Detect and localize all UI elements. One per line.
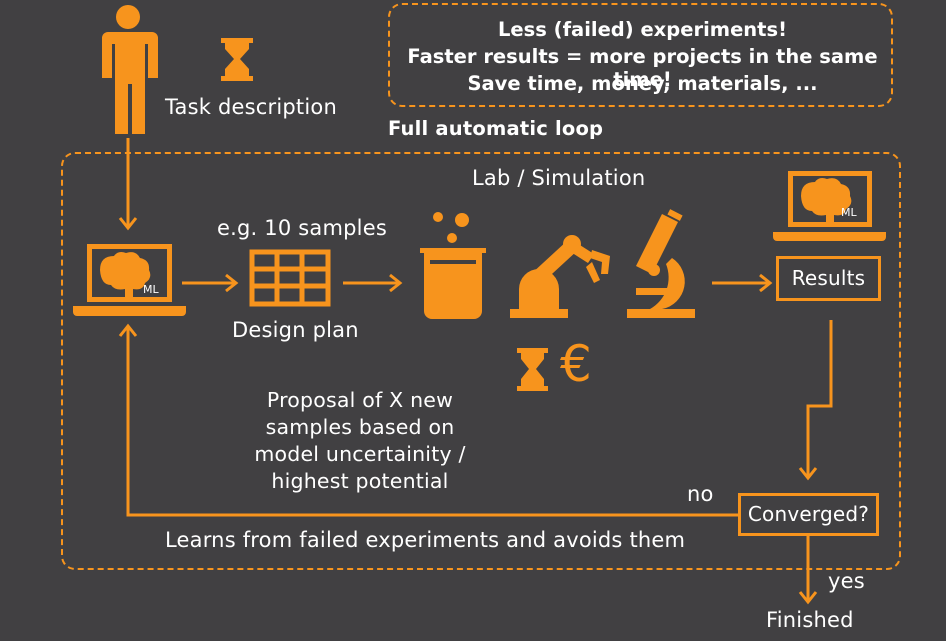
lab-simulation-label: Lab / Simulation [472, 166, 646, 190]
grid-table-icon [249, 249, 331, 307]
proposal-line-4: highest potential [271, 469, 449, 493]
benefits-callout: Less (failed) experiments! Faster result… [388, 3, 893, 107]
proposal-line-1: Proposal of X new [266, 388, 454, 412]
microscope-icon [627, 209, 695, 318]
finished-label: Finished [766, 608, 854, 632]
beaker-icon [420, 212, 486, 319]
proposal-line-3: model uncertainity / [254, 442, 466, 466]
proposal-text: Proposal of X new samples based on model… [230, 387, 490, 495]
arrow-design-to-lab [343, 273, 403, 293]
arrow-loop-back [118, 323, 738, 517]
hourglass-icon [221, 38, 253, 81]
automatic-loop-frame [61, 152, 901, 570]
laptop-brain-icon [73, 244, 186, 316]
loop-title: Full automatic loop [388, 117, 604, 140]
benefit-line-2: Faster results = more projects in the sa… [407, 45, 878, 91]
arrow-ml-to-design [182, 273, 239, 293]
results-label: Results [791, 266, 866, 290]
arrow-results-to-converged [798, 320, 833, 481]
yes-label: yes [828, 569, 865, 593]
converged-label: Converged? [747, 502, 870, 526]
person-icon [102, 5, 158, 134]
ml-label-right: ML [841, 206, 857, 219]
samples-label: e.g. 10 samples [217, 216, 387, 240]
euro-icon: € [560, 335, 592, 393]
learns-label: Learns from failed experiments and avoid… [165, 528, 686, 552]
design-plan-label: Design plan [232, 318, 359, 342]
hourglass-icon-cost [517, 348, 548, 391]
results-box: Results [776, 256, 881, 301]
no-label: no [687, 482, 714, 506]
ml-label-left: ML [143, 283, 159, 296]
proposal-line-2: samples based on [265, 415, 455, 439]
benefit-line-3: Save time, money, materials, ... [467, 72, 818, 95]
converged-box: Converged? [738, 493, 879, 536]
arrow-lab-to-results [712, 273, 773, 293]
benefit-line-1: Less (failed) experiments! [498, 18, 787, 41]
laptop-brain-icon-right [773, 171, 886, 241]
robot-arm-icon [510, 235, 610, 318]
arrow-task-to-ml [118, 138, 138, 231]
task-description-label: Task description [165, 95, 337, 119]
arrow-converged-to-finished [798, 536, 818, 605]
